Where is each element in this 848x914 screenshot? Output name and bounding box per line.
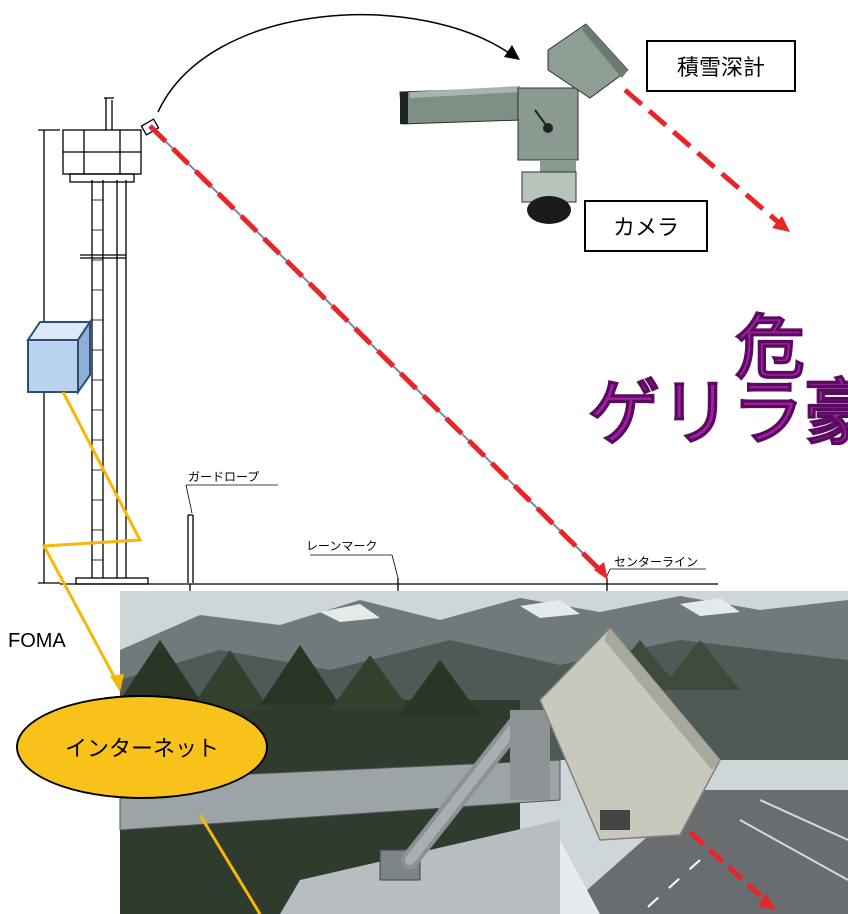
camera-text: カメラ xyxy=(612,216,679,241)
internet-bubble: インターネット xyxy=(16,695,268,799)
laser-beam xyxy=(148,124,608,580)
note-center-line: センターライン xyxy=(614,555,698,569)
internet-text: インターネット xyxy=(64,737,219,762)
connection-arrowhead xyxy=(110,674,124,692)
snow-depth-meter-label: 積雪深計 xyxy=(646,40,796,92)
note-lane-mark: レーンマーク xyxy=(306,539,377,553)
tower-drawing xyxy=(38,97,718,592)
foma-connection xyxy=(41,391,262,914)
camera-label: カメラ xyxy=(584,200,708,252)
drawing-notes: ガードロープ レーンマーク センターライン xyxy=(185,470,706,579)
road-photo-laser xyxy=(688,830,776,910)
control-box xyxy=(26,318,92,396)
photo-laser-beam xyxy=(623,88,790,232)
foma-label: FOMA xyxy=(8,630,66,652)
title-line1: 危 xyxy=(735,306,805,389)
curved-arrow xyxy=(157,13,520,113)
note-guard-rope: ガードロープ xyxy=(188,470,259,484)
sensor-photo xyxy=(399,23,629,224)
title-line2: ゲリラ豪 xyxy=(588,370,848,455)
snow-depth-meter-text: 積雪深計 xyxy=(676,56,765,81)
road-photo xyxy=(119,591,848,914)
headline-title: 危 ゲリラ豪 xyxy=(588,306,848,456)
